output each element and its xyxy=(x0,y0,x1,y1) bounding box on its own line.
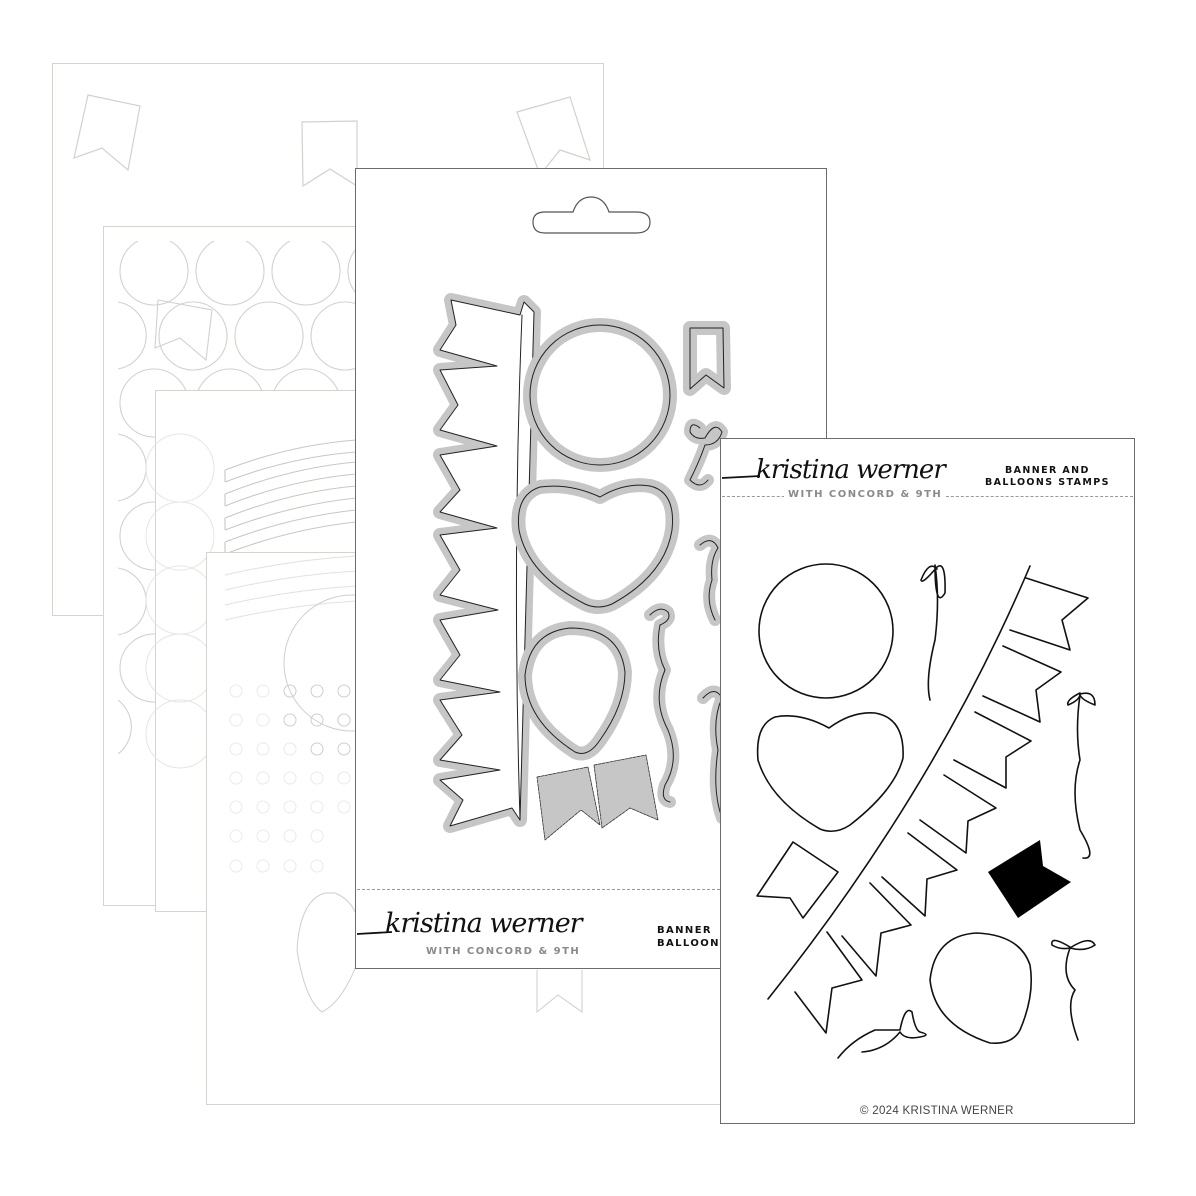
stamp-card-brand-sub: WITH CONCORD & 9TH xyxy=(784,489,947,500)
stamp-string-3 xyxy=(1051,939,1096,1041)
die-double-flag xyxy=(536,766,601,841)
stamp-egg-balloon xyxy=(929,932,1033,1045)
die-banner-strip xyxy=(433,293,541,833)
die-package-title: BANNER BALLOONS xyxy=(657,925,729,950)
stamp-bunting-line xyxy=(767,565,1031,1000)
stamp-set-card xyxy=(720,438,1135,1124)
stamp-card-brand-logo: kristina werner xyxy=(756,455,946,485)
die-package-title-line2: BALLOONS xyxy=(657,937,729,949)
die-package-brand-logo: kristina werner xyxy=(385,908,583,939)
stamp-card-title: BANNER AND BALLOONS STAMPS xyxy=(985,465,1110,489)
hang-hole xyxy=(532,196,651,234)
die-package-title-line1: BANNER xyxy=(657,925,713,936)
stamp-black-flag xyxy=(988,840,1071,918)
die-package-dashed-line xyxy=(357,889,825,890)
die-package-brand-sub: WITH CONCORD & 9TH xyxy=(426,946,581,957)
stamp-card-copyright: © 2024 KRISTINA WERNER xyxy=(860,1105,1014,1117)
stamp-string-1 xyxy=(920,564,946,701)
stamp-single-flag xyxy=(756,841,839,919)
stamp-circle-balloon xyxy=(758,563,894,699)
stamp-string-2 xyxy=(1066,692,1096,859)
stamp-string-4 xyxy=(837,1009,927,1059)
stamp-card-title-line2: BALLOONS STAMPS xyxy=(985,476,1110,488)
stamp-card-title-line1: BANNER AND xyxy=(1005,465,1090,476)
stamp-heart-balloon xyxy=(756,711,904,833)
